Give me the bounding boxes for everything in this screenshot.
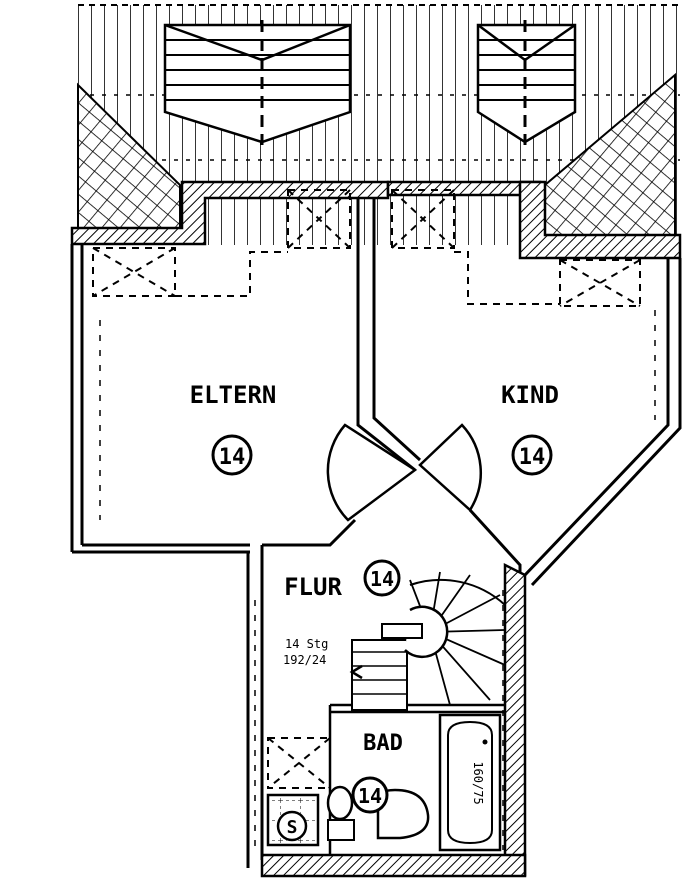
stair-steps-label: 14 Stg bbox=[285, 637, 328, 651]
stair-rise-run-label: 192/24 bbox=[283, 653, 326, 667]
room-number-bad: 14 bbox=[358, 784, 382, 808]
walls bbox=[70, 198, 682, 878]
bathtub bbox=[438, 713, 502, 852]
bathtub-size-label: 160/75 bbox=[471, 761, 485, 804]
dormer-left bbox=[163, 20, 352, 145]
room-name-kind: KIND bbox=[501, 381, 559, 409]
washing-machine: S bbox=[266, 793, 320, 847]
toilet bbox=[326, 785, 355, 841]
room-number-circle-bad bbox=[351, 776, 389, 814]
room-number-flur: 14 bbox=[370, 567, 394, 591]
room-number-circle-kind bbox=[511, 434, 553, 476]
room-number-eltern: 14 bbox=[219, 445, 246, 470]
washer-symbol: S bbox=[287, 817, 298, 838]
roof-area bbox=[77, 4, 680, 245]
door-swings bbox=[326, 423, 483, 522]
room-name-eltern: ELTERN bbox=[190, 381, 277, 409]
walls-top bbox=[70, 180, 682, 260]
skylights bbox=[92, 189, 641, 789]
room-name-flur: FLUR bbox=[284, 573, 342, 601]
room-number-circle-flur bbox=[363, 559, 401, 597]
room-number-kind: 14 bbox=[519, 445, 546, 470]
dormer-right bbox=[476, 20, 577, 145]
staircase bbox=[349, 571, 506, 711]
ceiling-lines bbox=[99, 251, 656, 850]
room-number-circle-eltern bbox=[211, 434, 253, 476]
room-name-bad: BAD bbox=[363, 731, 403, 756]
